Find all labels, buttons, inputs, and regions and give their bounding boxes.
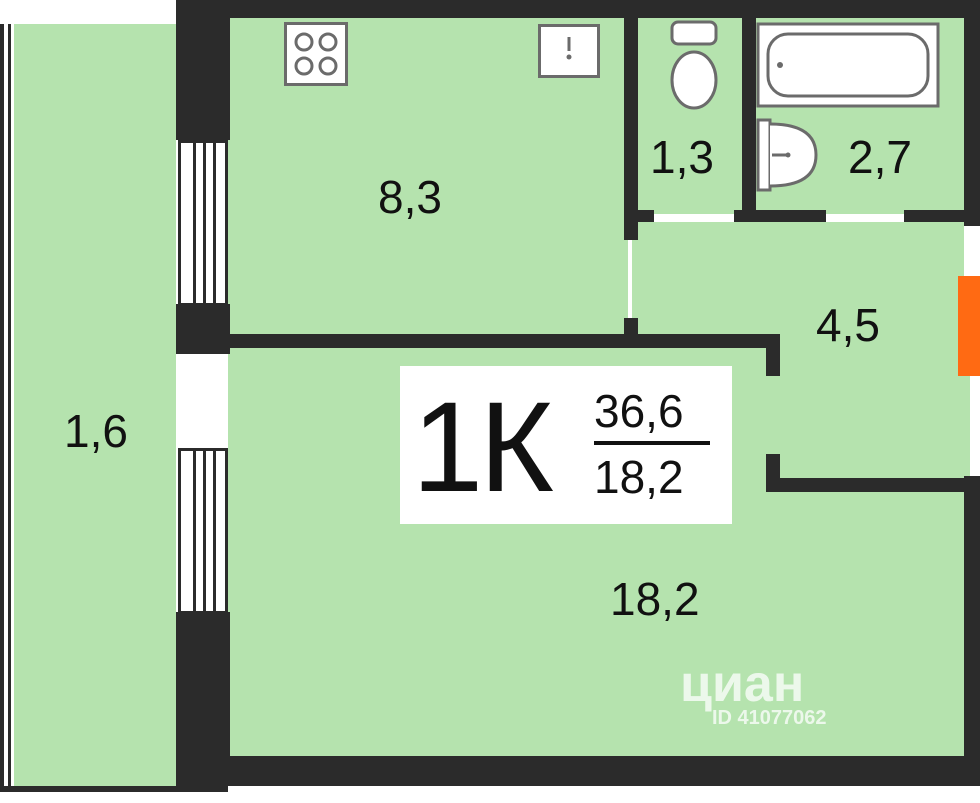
wall-west-mid (176, 304, 230, 354)
listing-id-watermark: ID 41077062 (712, 707, 827, 729)
toilet-floor (638, 18, 744, 214)
balcony-edge-bottom (0, 786, 228, 792)
entrance-door (958, 276, 980, 376)
toilet-area-label: 1,3 (650, 131, 714, 183)
wall-hall-living (766, 478, 966, 492)
hallway-area-label: 4,5 (816, 299, 880, 351)
wall-bath-sill-right (904, 210, 966, 222)
outer-wall-bottom (176, 756, 980, 786)
fraction-bar (594, 441, 710, 445)
wall-west-lower (176, 612, 230, 786)
wall-kitchen-living (228, 334, 780, 348)
cian-watermark: циан (680, 655, 805, 713)
total-area: 36,6 (594, 385, 684, 437)
apartment-summary-card: 1К 36,6 18,2 (400, 366, 732, 524)
kitchen-area-label: 8,3 (378, 171, 442, 223)
stove-icon (284, 22, 348, 86)
balcony-edge-inner (8, 24, 11, 790)
bathtub-icon (756, 22, 940, 108)
outer-wall-top (176, 0, 980, 18)
living-area: 18,2 (594, 451, 684, 503)
apartment-type: 1К (412, 376, 554, 519)
wall-hall-stub-upper (766, 334, 780, 376)
kitchen-window (178, 140, 228, 306)
outer-wall-right-lower (964, 476, 980, 786)
outer-wall-right (964, 0, 980, 226)
living-room-window (178, 448, 228, 614)
wall-west-upper (176, 0, 230, 140)
wall-bath-sill-left (734, 210, 826, 222)
wall-toilet-bath (742, 0, 756, 222)
kitchen-sink-icon (538, 24, 600, 78)
living-room-area-label: 18,2 (610, 573, 700, 625)
wall-toilet-sill (624, 210, 654, 222)
balcony-floor (14, 24, 176, 790)
balcony-edge-left (0, 24, 4, 790)
balcony-area-label: 1,6 (64, 405, 128, 457)
wall-kitchen-toilet (624, 0, 638, 240)
washbasin-icon (756, 118, 818, 192)
bathroom-area-label: 2,7 (848, 131, 912, 183)
toilet-icon (664, 20, 724, 112)
wall-kitchen-stub (624, 318, 638, 336)
